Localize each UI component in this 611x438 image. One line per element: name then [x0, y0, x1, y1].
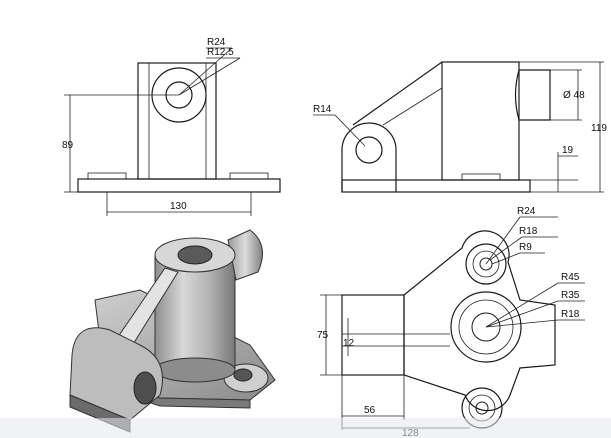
isometric-view	[69, 229, 276, 433]
dim-r9: R9	[519, 242, 532, 253]
side-view: R14 Ø 48 119 19	[313, 61, 607, 193]
dim-119: 119	[591, 123, 607, 134]
dim-r18-top: R18	[519, 226, 538, 237]
dim-r12-5-front: R12.5	[207, 47, 234, 58]
dim-130: 130	[170, 201, 187, 212]
front-view: R24 R12.5 89 130	[62, 37, 281, 216]
dim-75: 75	[317, 330, 329, 341]
dim-56: 56	[364, 405, 376, 416]
dim-r35: R35	[561, 290, 580, 301]
dim-diameter-48: Ø 48	[563, 90, 585, 101]
dim-r24-front: R24	[207, 37, 226, 48]
dim-89: 89	[62, 140, 74, 151]
top-view: R24 R18 R9 R45 R35 R18 75 12 56 128	[317, 206, 585, 438]
dim-r45: R45	[561, 272, 580, 283]
dim-r24-top: R24	[517, 206, 536, 217]
dim-r14: R14	[313, 104, 332, 115]
dim-12: 12	[343, 338, 355, 349]
dim-r18-center: R18	[561, 309, 580, 320]
dim-19: 19	[562, 145, 574, 156]
bottom-bar	[0, 418, 611, 438]
